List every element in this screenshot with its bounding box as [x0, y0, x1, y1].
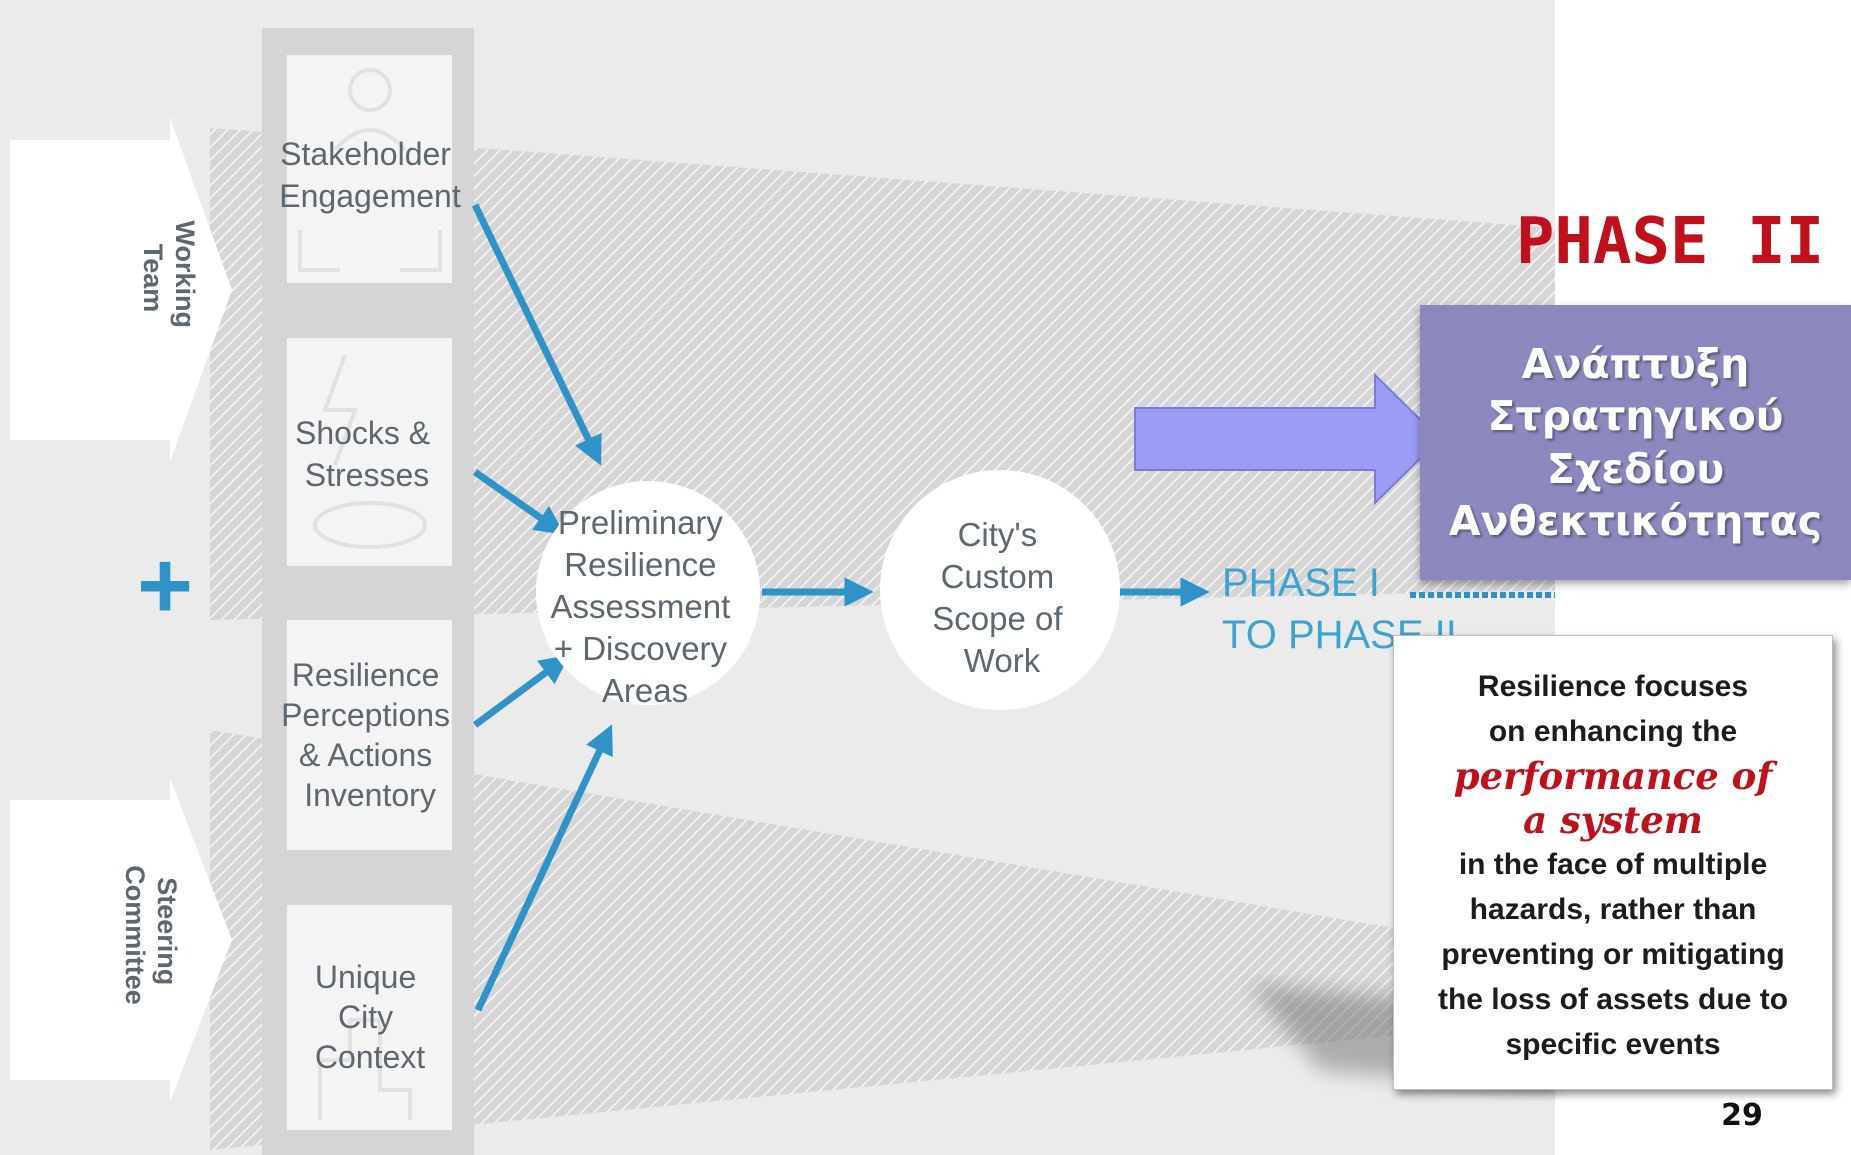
phase2-box-line: Ανάπτυξη	[1521, 340, 1750, 389]
page-number: 29	[1721, 1098, 1763, 1133]
scope-circle: City's Custom Scope of Work	[880, 470, 1120, 710]
arrow-shocks-to-assessment	[472, 469, 565, 535]
arrow-stakeholder-to-assessment	[471, 203, 602, 466]
city-icon	[318, 1018, 412, 1120]
svg-text:Stakeholder Engagement: Stakeholder Engagement	[279, 136, 461, 214]
lightning-icon	[313, 354, 427, 549]
phase2-title: PHASE II	[1515, 205, 1825, 279]
resilience-note-box: Resilience focuses on enhancing the perf…	[1393, 635, 1833, 1090]
phase2-pointer-arrow	[1134, 372, 1442, 506]
phase2-box-line: Στρατηγικού	[1487, 392, 1784, 441]
svg-text:Preliminary Resilience: Preliminary Resilience Assessment + Disc…	[551, 504, 740, 709]
input-box-shocks: Shocks & Stresses	[287, 338, 452, 566]
svg-text:Resilience Perceptions: Resilience Perceptions & Actions Invento…	[281, 657, 459, 813]
steering-committee-arrow	[10, 778, 232, 1102]
working-team-arrow	[10, 118, 232, 462]
svg-text:Shocks & Stresses: Shocks & Stresses	[295, 415, 439, 493]
input-box-context: Unique City Context	[287, 905, 452, 1130]
assessment-circle: Preliminary Resilience Assessment + Disc…	[536, 481, 760, 709]
steering-committee-label: Steering Committee	[120, 865, 182, 1005]
input-box-perceptions: Resilience Perceptions & Actions Invento…	[281, 620, 459, 850]
arrow-perceptions-to-assessment	[472, 654, 570, 728]
working-team-label: Working Team	[138, 220, 200, 335]
note-line: on enhancing the	[1488, 715, 1738, 748]
svg-text:Unique City Contex: Unique City Context	[315, 959, 425, 1075]
note-line: Resilience focuses	[1477, 670, 1749, 703]
note-line: hazards, rather than	[1469, 893, 1757, 926]
note-line: the loss of assets due to	[1437, 983, 1789, 1016]
arrow-context-to-assessment	[474, 724, 613, 1012]
hatched-funnel-lower	[210, 730, 1555, 1150]
stakeholder-icon	[298, 68, 442, 272]
plus-sign: +	[137, 532, 193, 639]
input-arrows	[471, 203, 1210, 1012]
note-highlight: a system	[1523, 798, 1703, 842]
input-box-stakeholder: Stakeholder Engagement	[279, 55, 461, 283]
svg-text:City's Custom Scop: City's Custom Scope of Work	[932, 516, 1071, 679]
hatched-funnel	[210, 128, 1555, 620]
note-line: specific events	[1505, 1028, 1721, 1061]
note-line: preventing or mitigating	[1441, 938, 1785, 971]
phase2-box-line: Ανθεκτικότητας	[1448, 496, 1823, 545]
note-line: in the face of multiple	[1458, 848, 1768, 881]
phase2-box: Ανάπτυξη Στρατηγικού Σχεδίου Ανθεκτικότη…	[1420, 305, 1851, 580]
note-highlight: performance of	[1453, 754, 1773, 798]
phase2-box-line: Σχεδίου	[1546, 444, 1725, 493]
